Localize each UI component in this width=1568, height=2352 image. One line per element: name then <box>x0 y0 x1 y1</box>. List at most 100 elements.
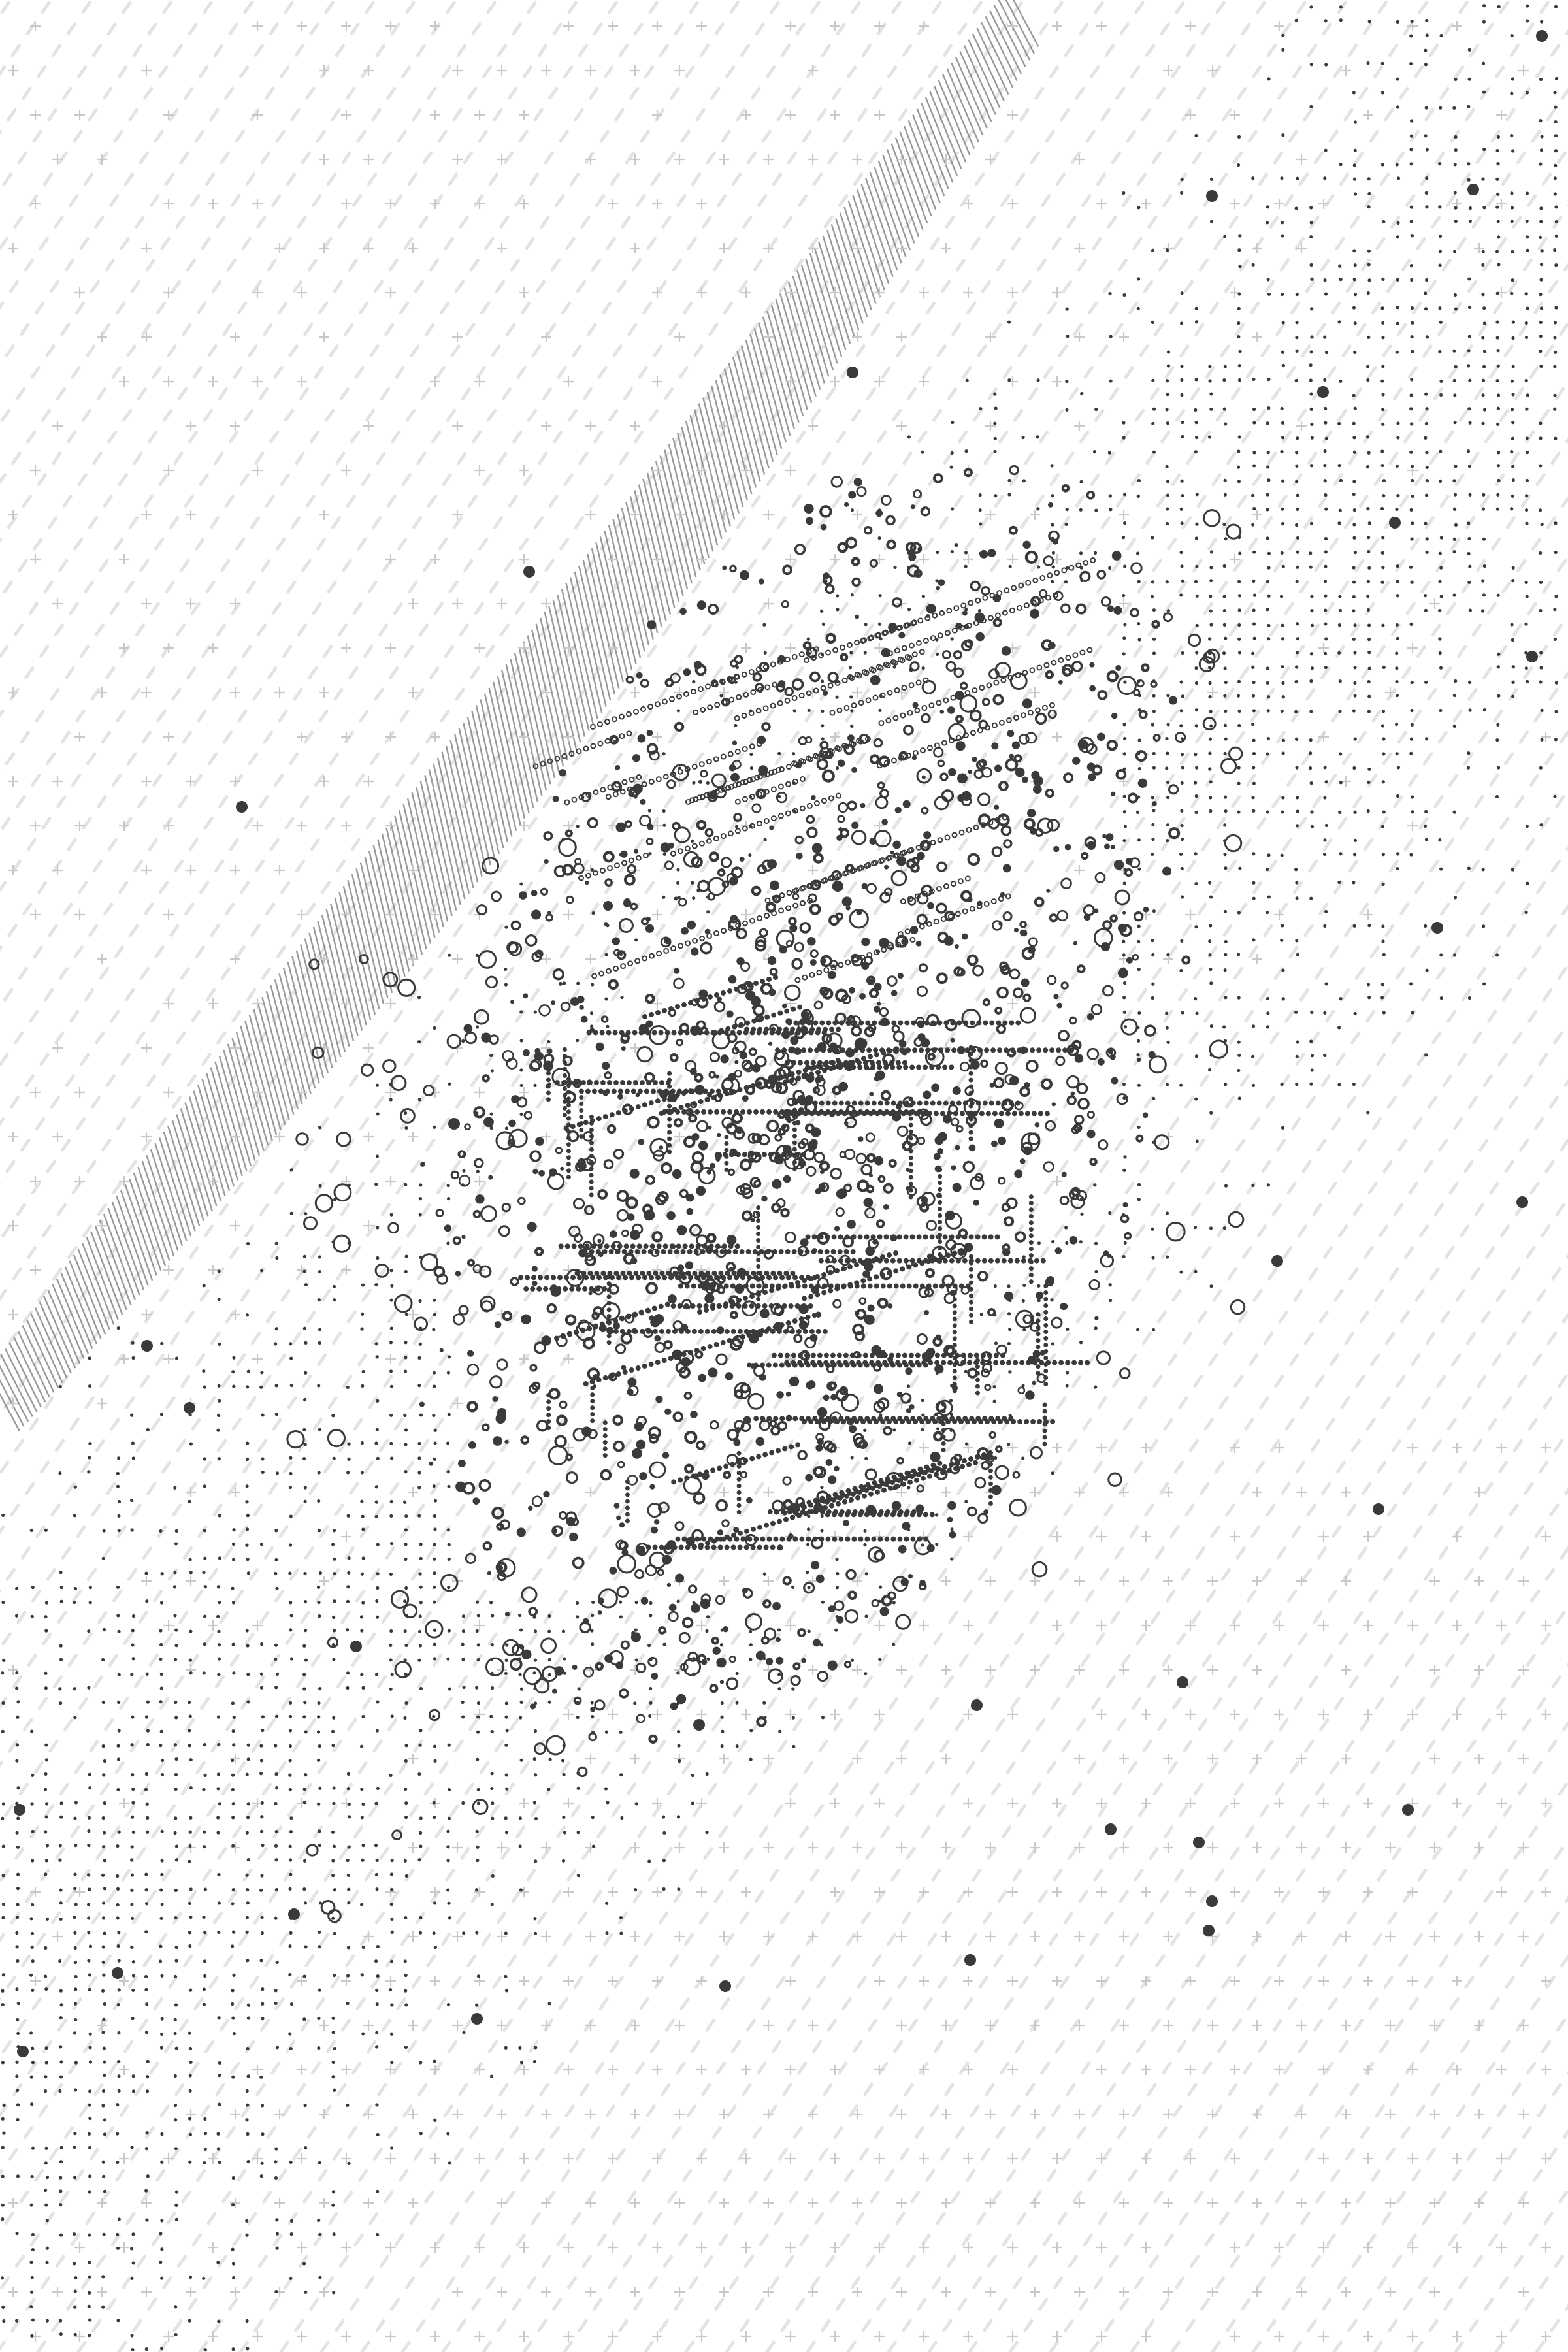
grid-dot <box>676 1599 680 1603</box>
grid-dot <box>417 1356 421 1360</box>
grid-dot <box>376 1586 380 1590</box>
ring-mark <box>802 641 812 651</box>
grid-dot <box>1237 996 1241 1000</box>
dashed-line <box>0 0 1349 1943</box>
grid-dot <box>289 1614 293 1618</box>
grid-dot <box>318 2232 322 2236</box>
grid-dot <box>246 2103 250 2107</box>
grid-dot <box>1525 825 1529 828</box>
grid-dot <box>706 1657 710 1661</box>
grid-dot <box>1252 938 1256 942</box>
ring-mark <box>572 1078 582 1088</box>
grid-dot <box>1511 149 1515 153</box>
grid-dot <box>1324 666 1328 670</box>
cluster-dot <box>883 1204 889 1210</box>
grid-dot <box>217 1629 221 1633</box>
plus-mark <box>341 199 351 209</box>
ring-mark <box>1000 825 1012 836</box>
hatch-line <box>0 1354 33 1417</box>
grid-dot <box>217 1657 221 1661</box>
plus-mark <box>696 1798 707 1808</box>
grid-dot <box>1094 1385 1098 1389</box>
ring-mark <box>688 1584 698 1594</box>
grid-dot <box>174 2203 178 2207</box>
plus-mark <box>474 1176 485 1186</box>
plus-mark <box>97 332 107 342</box>
grid-dot <box>347 1802 351 1806</box>
plus-mark <box>696 1709 707 1720</box>
plus-mark <box>696 2153 707 2164</box>
grid-dot <box>1380 996 1384 1000</box>
grid-dot <box>29 2075 33 2079</box>
cluster-dot <box>685 1261 694 1270</box>
grid-dot <box>1409 34 1413 38</box>
plus-mark <box>896 1665 907 1675</box>
plus-mark <box>696 554 707 564</box>
grid-dot <box>978 508 982 512</box>
grid-dot <box>590 1701 594 1705</box>
plus-mark <box>1052 2242 1062 2253</box>
plus-mark <box>896 2287 907 2297</box>
grid-dot <box>1409 148 1413 152</box>
grid-dot <box>87 2233 91 2237</box>
grid-dot <box>589 1024 594 1028</box>
grid-dot <box>131 1988 135 1992</box>
grid-dot <box>188 1413 192 1417</box>
cluster-dot <box>1027 945 1036 954</box>
grid-dot <box>331 1859 335 1863</box>
cluster-dot <box>1053 994 1059 1000</box>
grid-dot <box>1510 220 1514 223</box>
grid-dot <box>1064 522 1068 526</box>
hatch-line <box>483 693 517 831</box>
ring-mark <box>992 617 1002 627</box>
grid-dot <box>1352 595 1356 599</box>
ring-mark <box>759 1419 771 1431</box>
ring-mark <box>472 1209 482 1218</box>
grid-dot <box>1180 291 1184 295</box>
grid-dot <box>16 1845 20 1849</box>
grid-dot <box>1510 449 1514 454</box>
grid-dot <box>734 723 738 728</box>
ring-mark <box>600 1469 612 1481</box>
plus-mark <box>608 2242 618 2253</box>
grid-dot <box>288 1759 292 1763</box>
grid-dot <box>1367 780 1371 785</box>
grid-dot <box>1166 507 1169 511</box>
grid-dot <box>1367 710 1371 713</box>
grid-dot <box>547 1673 551 1676</box>
grid-dot <box>504 1974 508 1978</box>
plus-mark <box>1429 1576 1440 1586</box>
grid-dot <box>1438 350 1442 354</box>
plus-mark <box>319 65 329 76</box>
cluster-dot <box>921 775 926 779</box>
grid-dot <box>1281 48 1285 52</box>
plus-mark <box>808 865 818 875</box>
grid-dot <box>31 1859 35 1863</box>
grid-dot <box>1511 436 1514 440</box>
grid-dot <box>1295 896 1299 900</box>
cluster-dot <box>666 1211 676 1220</box>
grid-dot <box>1181 651 1184 655</box>
grid-dot <box>1179 852 1183 857</box>
grid-dot <box>44 1528 48 1532</box>
grid-dot <box>1540 135 1544 139</box>
plus-mark <box>74 821 85 831</box>
grid-dot <box>1554 550 1558 555</box>
hatch-line <box>510 658 543 796</box>
plus-mark <box>319 2198 329 2208</box>
grid-dot <box>29 2031 33 2035</box>
grid-dot <box>404 1269 408 1274</box>
hatch-line <box>351 874 385 1004</box>
grid-dot <box>1207 435 1212 439</box>
ring-mark <box>966 1506 977 1517</box>
ring-mark <box>1168 784 1179 795</box>
grid-dot <box>45 1844 50 1848</box>
plus-mark <box>1230 554 1240 564</box>
grid-dot <box>1266 536 1269 540</box>
grid-dot <box>1496 393 1501 397</box>
grid-dot <box>1123 825 1127 828</box>
grid-dot <box>1237 709 1241 713</box>
grid-dot <box>1179 550 1183 555</box>
grid-dot <box>1223 823 1227 827</box>
